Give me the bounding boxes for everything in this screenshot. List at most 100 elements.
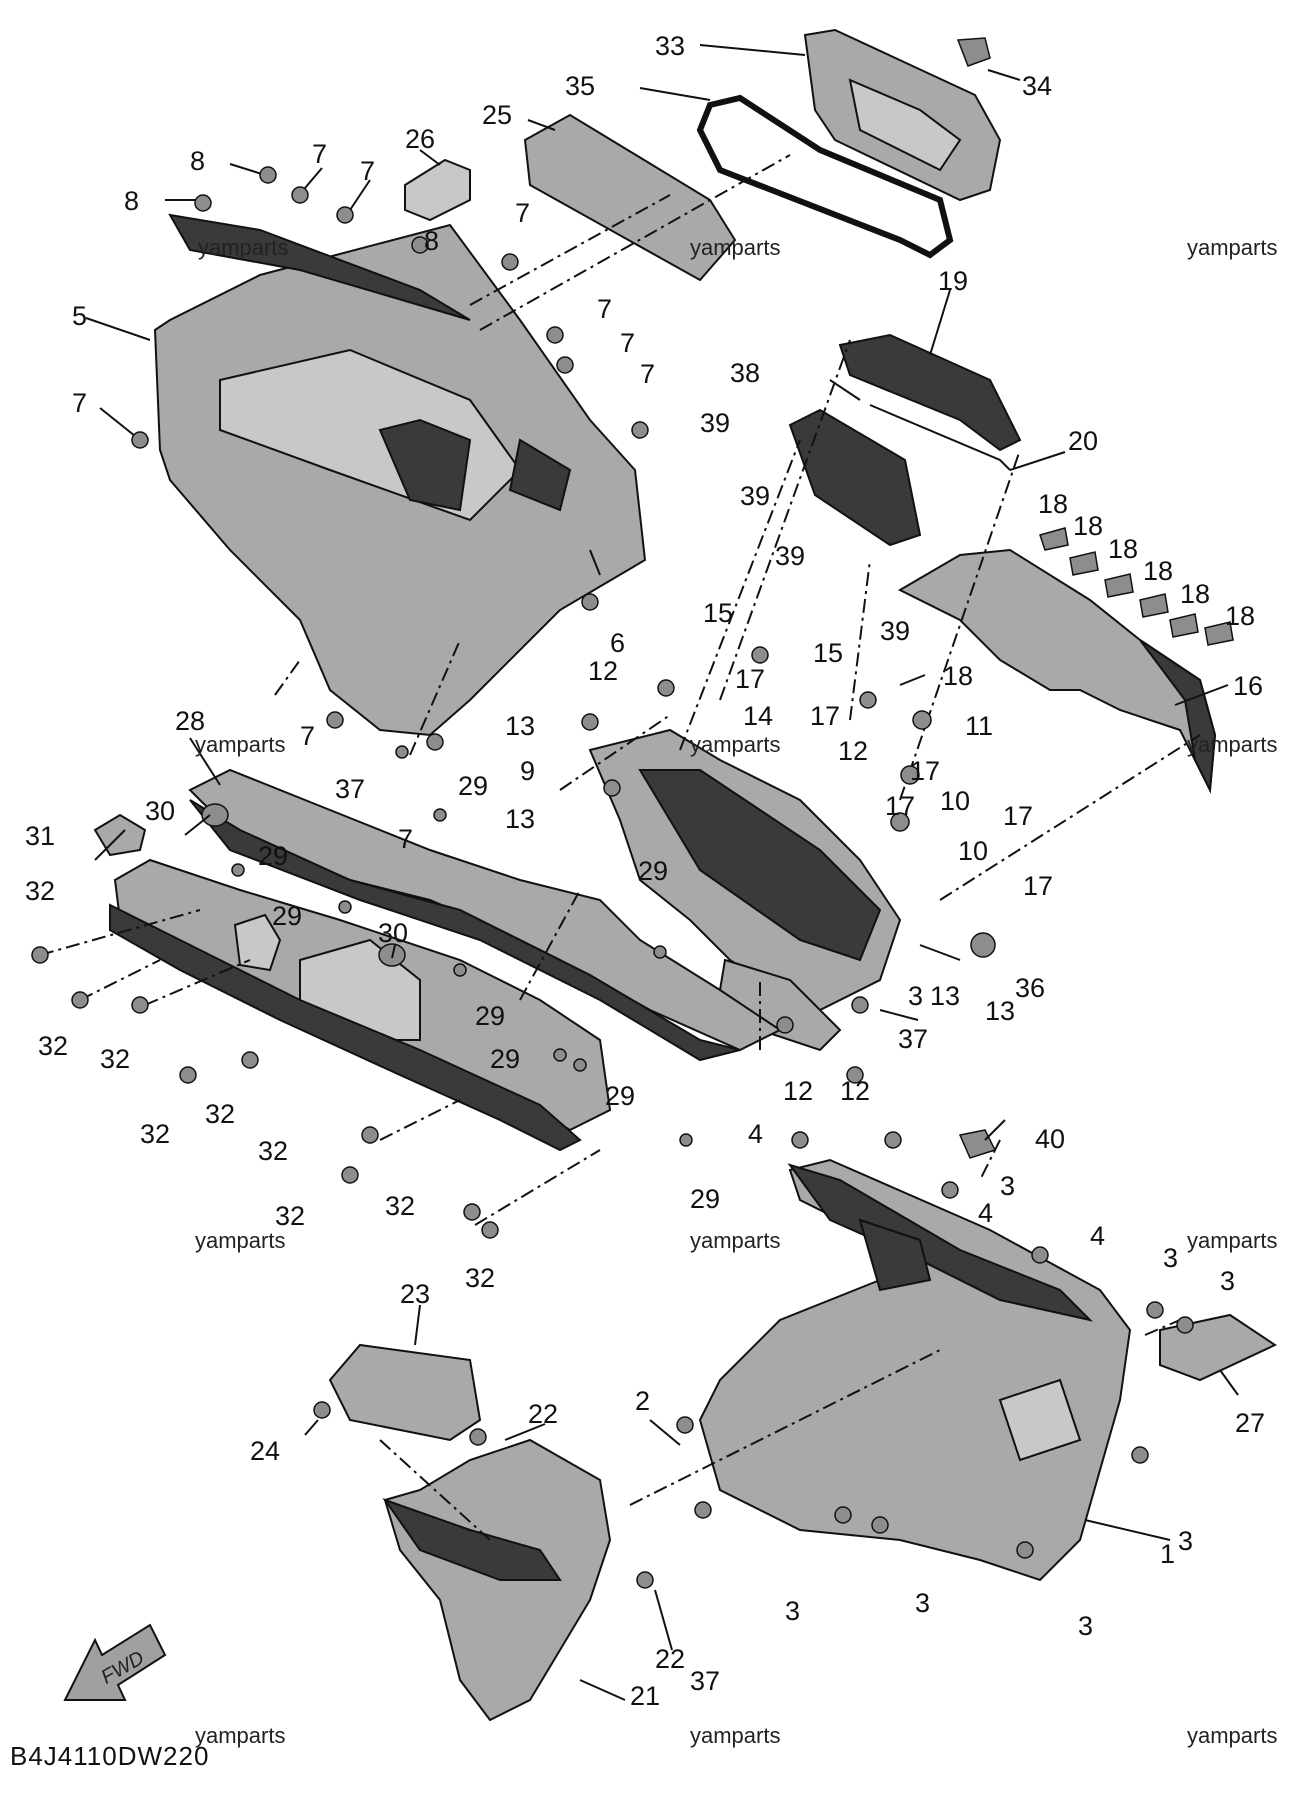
callout-35: 35 — [565, 71, 595, 101]
callout-33: 33 — [655, 31, 685, 61]
callout-19: 19 — [938, 266, 968, 296]
callout-29: 29 — [638, 856, 668, 886]
part-34-clip — [956, 37, 991, 67]
callout-18: 18 — [1038, 489, 1068, 519]
part-19-cover — [838, 333, 1022, 452]
callout-5: 5 — [72, 301, 87, 331]
callout-29: 29 — [458, 771, 488, 801]
callout-13: 13 — [505, 711, 535, 741]
callout-3: 3 — [1163, 1243, 1178, 1273]
callout-7: 7 — [398, 824, 413, 854]
callout-2: 2 — [635, 1386, 650, 1416]
callout-22: 22 — [528, 1399, 558, 1429]
callout-32: 32 — [140, 1119, 170, 1149]
watermark: yamparts — [690, 1723, 780, 1748]
watermark: yamparts — [198, 235, 288, 260]
assembly-lines — [39, 154, 1201, 1541]
callout-32: 32 — [465, 1263, 495, 1293]
callout-25: 25 — [482, 100, 512, 130]
callout-7: 7 — [515, 198, 530, 228]
callout-3: 3 — [1078, 1611, 1093, 1641]
callout-37: 37 — [335, 774, 365, 804]
callout-32: 32 — [275, 1201, 305, 1231]
part-35-seal — [696, 94, 954, 259]
part-30-grommet-a — [201, 803, 229, 827]
callout-4: 4 — [978, 1198, 993, 1228]
callout-6: 6 — [610, 628, 625, 658]
callout-13: 13 — [930, 981, 960, 1011]
watermark: yamparts — [1187, 1228, 1277, 1253]
callout-15: 15 — [703, 598, 733, 628]
callout-38: 38 — [730, 358, 760, 388]
part-38-plate — [788, 408, 922, 547]
callout-32: 32 — [38, 1031, 68, 1061]
callout-18: 18 — [943, 661, 973, 691]
callout-37: 37 — [898, 1024, 928, 1054]
callout-17: 17 — [1023, 871, 1053, 901]
callout-17: 17 — [810, 701, 840, 731]
callout-24: 24 — [250, 1436, 280, 1466]
callout-17: 17 — [910, 756, 940, 786]
callout-12: 12 — [783, 1076, 813, 1106]
callouts: 1 2 3 3 3 3 3 3 3 3 4 4 4 5 6 7 7 7 7 7 … — [25, 31, 1265, 1711]
watermark: yamparts — [1187, 1723, 1277, 1748]
callout-39: 39 — [740, 481, 770, 511]
leader-lines — [85, 44, 1239, 1701]
callout-32: 32 — [100, 1044, 130, 1074]
callout-3: 3 — [908, 981, 923, 1011]
callout-26: 26 — [405, 124, 435, 154]
callout-7: 7 — [72, 388, 87, 418]
watermark: yamparts — [195, 732, 285, 757]
callout-17: 17 — [735, 664, 765, 694]
diagram-code: B4J4110DW220 — [10, 1741, 209, 1771]
part-18-clips — [1039, 527, 1234, 646]
callout-22: 22 — [655, 1644, 685, 1674]
callout-29: 29 — [690, 1184, 720, 1214]
part-21-duct — [382, 1438, 612, 1722]
part-33-cover — [803, 28, 1002, 202]
callout-18: 18 — [1225, 601, 1255, 631]
callout-39: 39 — [880, 616, 910, 646]
callout-7: 7 — [360, 156, 375, 186]
callout-7: 7 — [300, 721, 315, 751]
callout-12: 12 — [840, 1076, 870, 1106]
callout-34: 34 — [1022, 71, 1052, 101]
callout-13: 13 — [505, 804, 535, 834]
callout-18: 18 — [1108, 534, 1138, 564]
callout-12: 12 — [838, 736, 868, 766]
callout-39: 39 — [700, 408, 730, 438]
callout-28: 28 — [175, 706, 205, 736]
callout-10: 10 — [940, 786, 970, 816]
part-16-side-panel — [897, 548, 1217, 794]
callout-7: 7 — [640, 359, 655, 389]
watermark: yamparts — [1187, 235, 1277, 260]
callout-9: 9 — [520, 756, 535, 786]
callout-4: 4 — [748, 1119, 763, 1149]
callout-16: 16 — [1233, 671, 1263, 701]
callout-40: 40 — [1035, 1124, 1065, 1154]
watermark: yamparts — [690, 1228, 780, 1253]
fwd-arrow-icon: FWD — [63, 1623, 167, 1701]
part-9-center-mount — [588, 728, 902, 1052]
part-23-cover — [328, 1343, 482, 1442]
callout-37: 37 — [690, 1666, 720, 1696]
watermark: yamparts — [1187, 732, 1277, 757]
callout-29: 29 — [605, 1081, 635, 1111]
part-30-mount — [233, 913, 282, 972]
fasteners — [31, 166, 1194, 1589]
callout-3: 3 — [1220, 1266, 1235, 1296]
callout-4: 4 — [1090, 1221, 1105, 1251]
callout-15: 15 — [813, 638, 843, 668]
callout-8: 8 — [124, 186, 139, 216]
part-1-main-housing — [698, 1158, 1132, 1582]
watermark: yamparts — [690, 732, 780, 757]
watermark: yamparts — [195, 1228, 285, 1253]
callout-3: 3 — [785, 1596, 800, 1626]
callout-20: 20 — [1068, 426, 1098, 456]
callout-10: 10 — [958, 836, 988, 866]
callout-12: 12 — [588, 656, 618, 686]
callout-32: 32 — [385, 1191, 415, 1221]
callout-39: 39 — [775, 541, 805, 571]
